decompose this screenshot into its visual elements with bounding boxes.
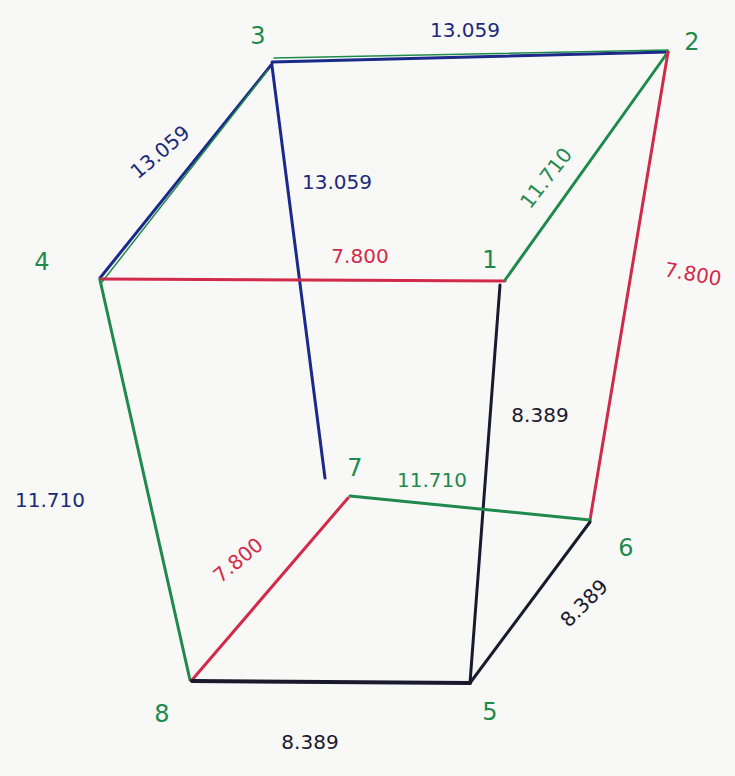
edge-line <box>470 285 500 683</box>
edge-length: 8.389 <box>279 731 340 753</box>
vertex-number: 3 <box>248 23 267 49</box>
edge-length: 13.059 <box>428 19 502 41</box>
edge-length: 11.710 <box>395 469 469 491</box>
edge-line <box>192 681 470 683</box>
edge-line <box>274 50 668 58</box>
vertex-number: 8 <box>152 701 171 727</box>
edge-line <box>102 70 268 282</box>
edge-length: 7.800 <box>207 532 268 588</box>
vertex-number: 2 <box>682 29 701 55</box>
edge-length: 13.059 <box>300 171 374 193</box>
vertex-number: 5 <box>480 699 499 725</box>
edge-line <box>100 64 272 278</box>
edge-line <box>272 66 325 478</box>
edge-line <box>100 279 505 281</box>
edge-length: 11.710 <box>515 142 578 214</box>
edge-line <box>192 498 348 680</box>
edge-length: 8.389 <box>509 404 570 426</box>
edge-length: 7.800 <box>329 245 390 267</box>
vertex-number: 4 <box>32 249 51 275</box>
edge-length: 11.710 <box>13 489 87 511</box>
edge-line <box>505 52 668 280</box>
vertex-number: 7 <box>345 455 364 481</box>
edge-line <box>590 52 668 520</box>
vertex-number: 1 <box>480 247 499 273</box>
vertex-number: 6 <box>616 535 635 561</box>
edge-line <box>100 280 190 680</box>
edge-length: 13.059 <box>125 120 196 184</box>
edge-length: 7.800 <box>661 258 725 290</box>
edge-line <box>350 496 590 520</box>
edge-length: 8.389 <box>555 574 614 633</box>
